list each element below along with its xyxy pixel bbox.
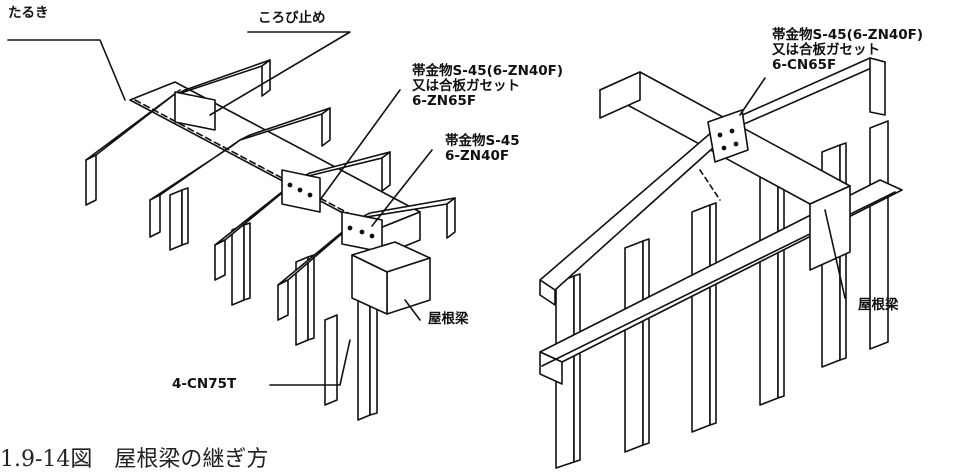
label-obikanamono-gusset: 帯金物S-45(6-ZN40F) 又は合板ガセット 6-ZN65F [412, 63, 564, 109]
right-roof-beam [599, 71, 851, 271]
right-rafters [539, 57, 886, 306]
left-support-block [351, 241, 431, 315]
label-yanebari-right: 屋根梁 [858, 297, 899, 313]
right-gusset-plate [699, 109, 749, 201]
right-joint-figure [539, 57, 903, 469]
label-korobi-dome: ころび止め [258, 10, 326, 26]
right-studs [555, 120, 889, 469]
left-joint-figure [7, 31, 456, 421]
left-gusset-plates [174, 91, 383, 253]
label-yanebari-left: 屋根梁 [428, 311, 469, 327]
label-nail-spec: 4-CN75T [172, 376, 237, 392]
figure-caption: 1.9-14図 屋根梁の継ぎ方 [0, 447, 269, 472]
label-taruki: たるき [8, 5, 49, 21]
label-obikanamono-strap: 帯金物S-45 6-ZN40F [445, 133, 520, 164]
right-leader-lines [739, 77, 846, 299]
left-leader-lines [7, 31, 433, 386]
label-obikanamono-right: 帯金物S-45(6-ZN40F) 又は合板ガセット 6-CN65F [772, 27, 924, 73]
left-studs [169, 187, 378, 421]
